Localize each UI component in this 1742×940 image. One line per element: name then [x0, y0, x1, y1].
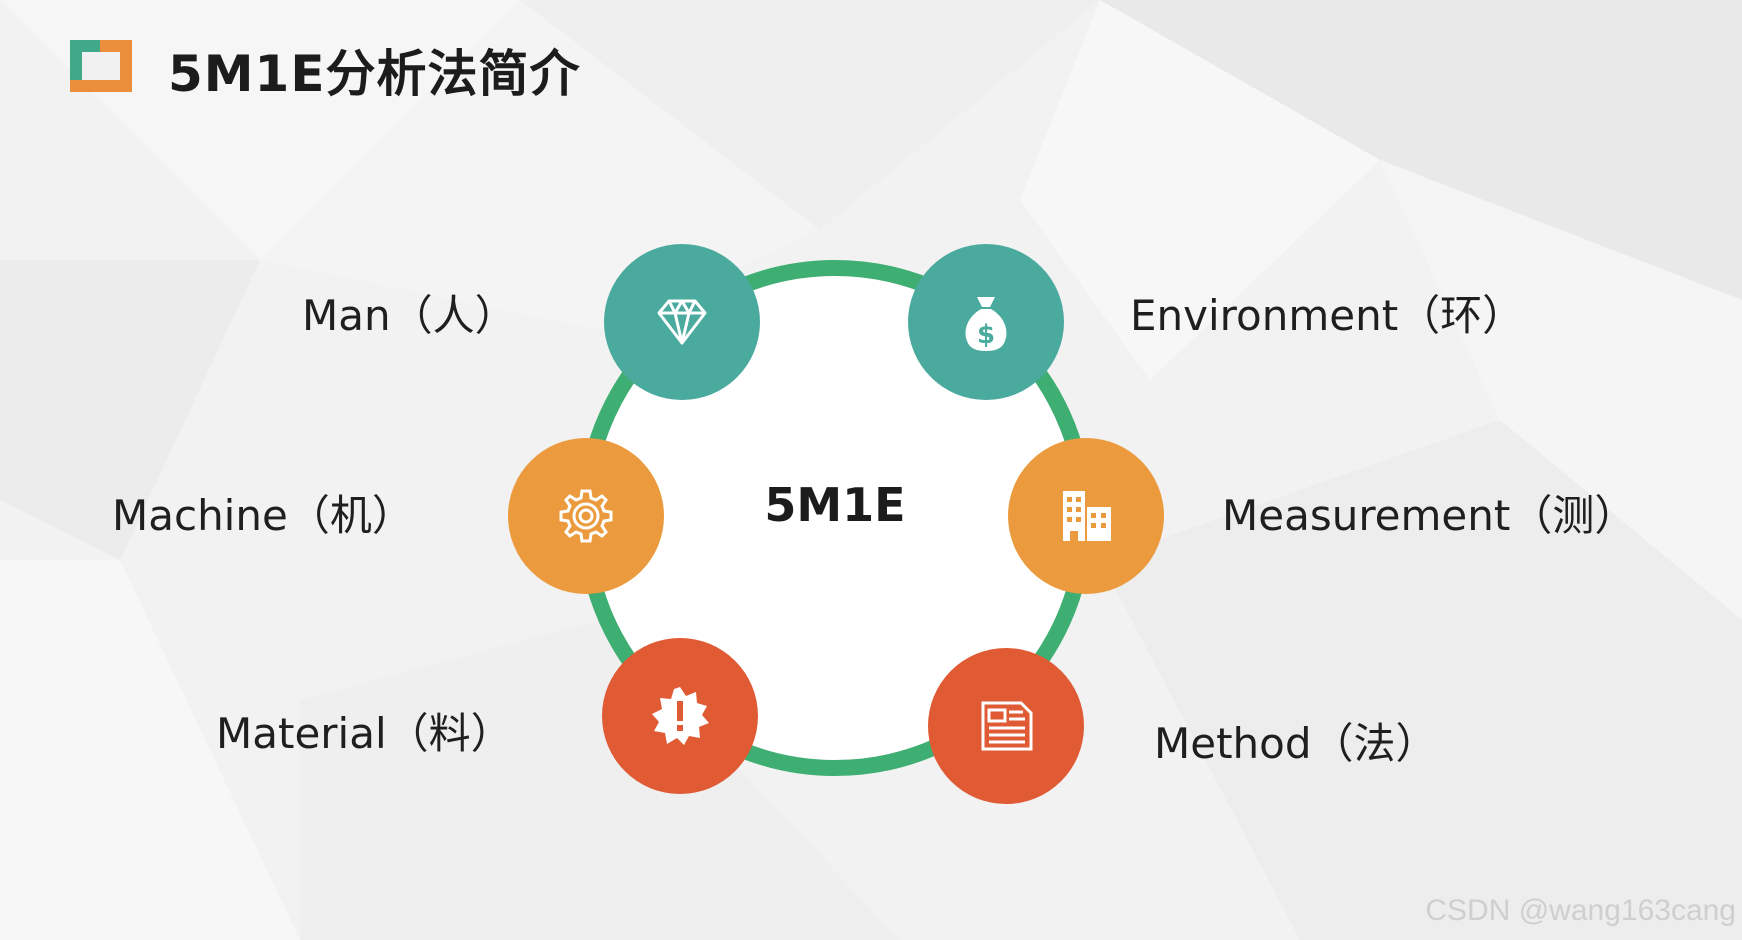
environment-label: Environment（环） — [1130, 291, 1525, 340]
man-label: Man（人） — [302, 291, 517, 340]
material-node — [602, 638, 758, 794]
measurement-node — [1008, 438, 1164, 594]
machine-node — [508, 438, 664, 594]
measurement-label: Measurement（测） — [1222, 491, 1637, 540]
alert-badge-icon — [652, 687, 709, 745]
method-label: Method（法） — [1154, 719, 1438, 768]
man-node — [604, 244, 760, 400]
machine-label: Machine（机） — [112, 491, 414, 540]
title-logo-icon — [70, 40, 132, 92]
center-label: 5M1E — [764, 478, 906, 532]
page-title: 5M1E分析法简介 — [168, 45, 581, 103]
diamond-icon — [657, 299, 707, 345]
gear-icon — [559, 489, 613, 543]
document-icon — [981, 701, 1033, 751]
method-node — [928, 648, 1084, 804]
watermark: CSDN @wang163cang — [1425, 894, 1736, 927]
money-bag-icon: $ — [965, 297, 1007, 351]
building-icon — [1063, 491, 1111, 541]
environment-node: $ — [908, 244, 1064, 400]
material-label: Material（料） — [216, 709, 513, 758]
svg-text:$: $ — [977, 320, 995, 350]
